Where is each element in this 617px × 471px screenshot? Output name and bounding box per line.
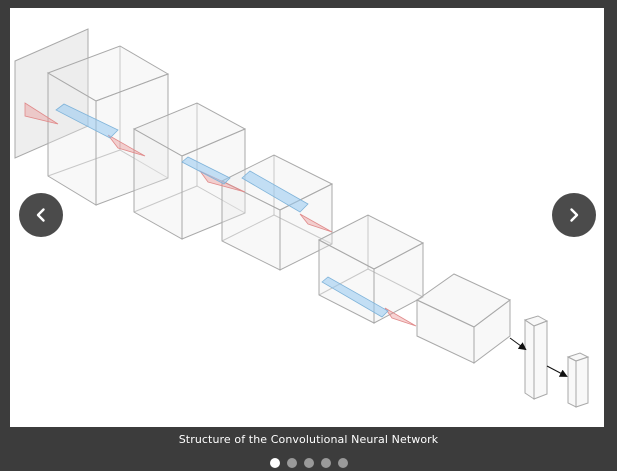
conv-cube-5 — [416, 273, 511, 364]
conv-cube-1 — [46, 45, 170, 206]
kernel-prism-2 — [181, 156, 231, 185]
receptive-cone-4 — [299, 213, 333, 233]
kernel-prism-1 — [55, 103, 119, 139]
kernel-prism-4 — [321, 276, 389, 318]
slide-indicators — [0, 458, 617, 468]
kernel-prism-3 — [241, 170, 309, 213]
fc-layer-1 — [523, 315, 549, 400]
next-slide-button[interactable] — [552, 193, 596, 237]
chevron-left-icon — [33, 207, 49, 223]
slide-image — [10, 8, 604, 427]
fc-layer-2 — [566, 352, 590, 408]
slide-indicator-3[interactable] — [303, 458, 314, 468]
arrow-to-fc1 — [509, 337, 527, 351]
chevron-right-icon — [566, 207, 582, 223]
arrow-to-fc2 — [546, 365, 568, 377]
slide-indicator-1[interactable] — [269, 458, 280, 468]
conv-cube-3 — [220, 154, 334, 271]
slide-indicator-2[interactable] — [286, 458, 297, 468]
slide-caption: Structure of the Convolutional Neural Ne… — [178, 433, 439, 446]
cnn-diagram — [14, 28, 590, 408]
slide-indicator-5[interactable] — [337, 458, 348, 468]
receptive-cone-5 — [384, 307, 417, 327]
receptive-cone-1 — [24, 102, 59, 125]
previous-slide-button[interactable] — [19, 193, 63, 237]
receptive-cone-2 — [107, 134, 146, 157]
conv-cube-2 — [132, 102, 247, 240]
slide-indicator-4[interactable] — [320, 458, 331, 468]
